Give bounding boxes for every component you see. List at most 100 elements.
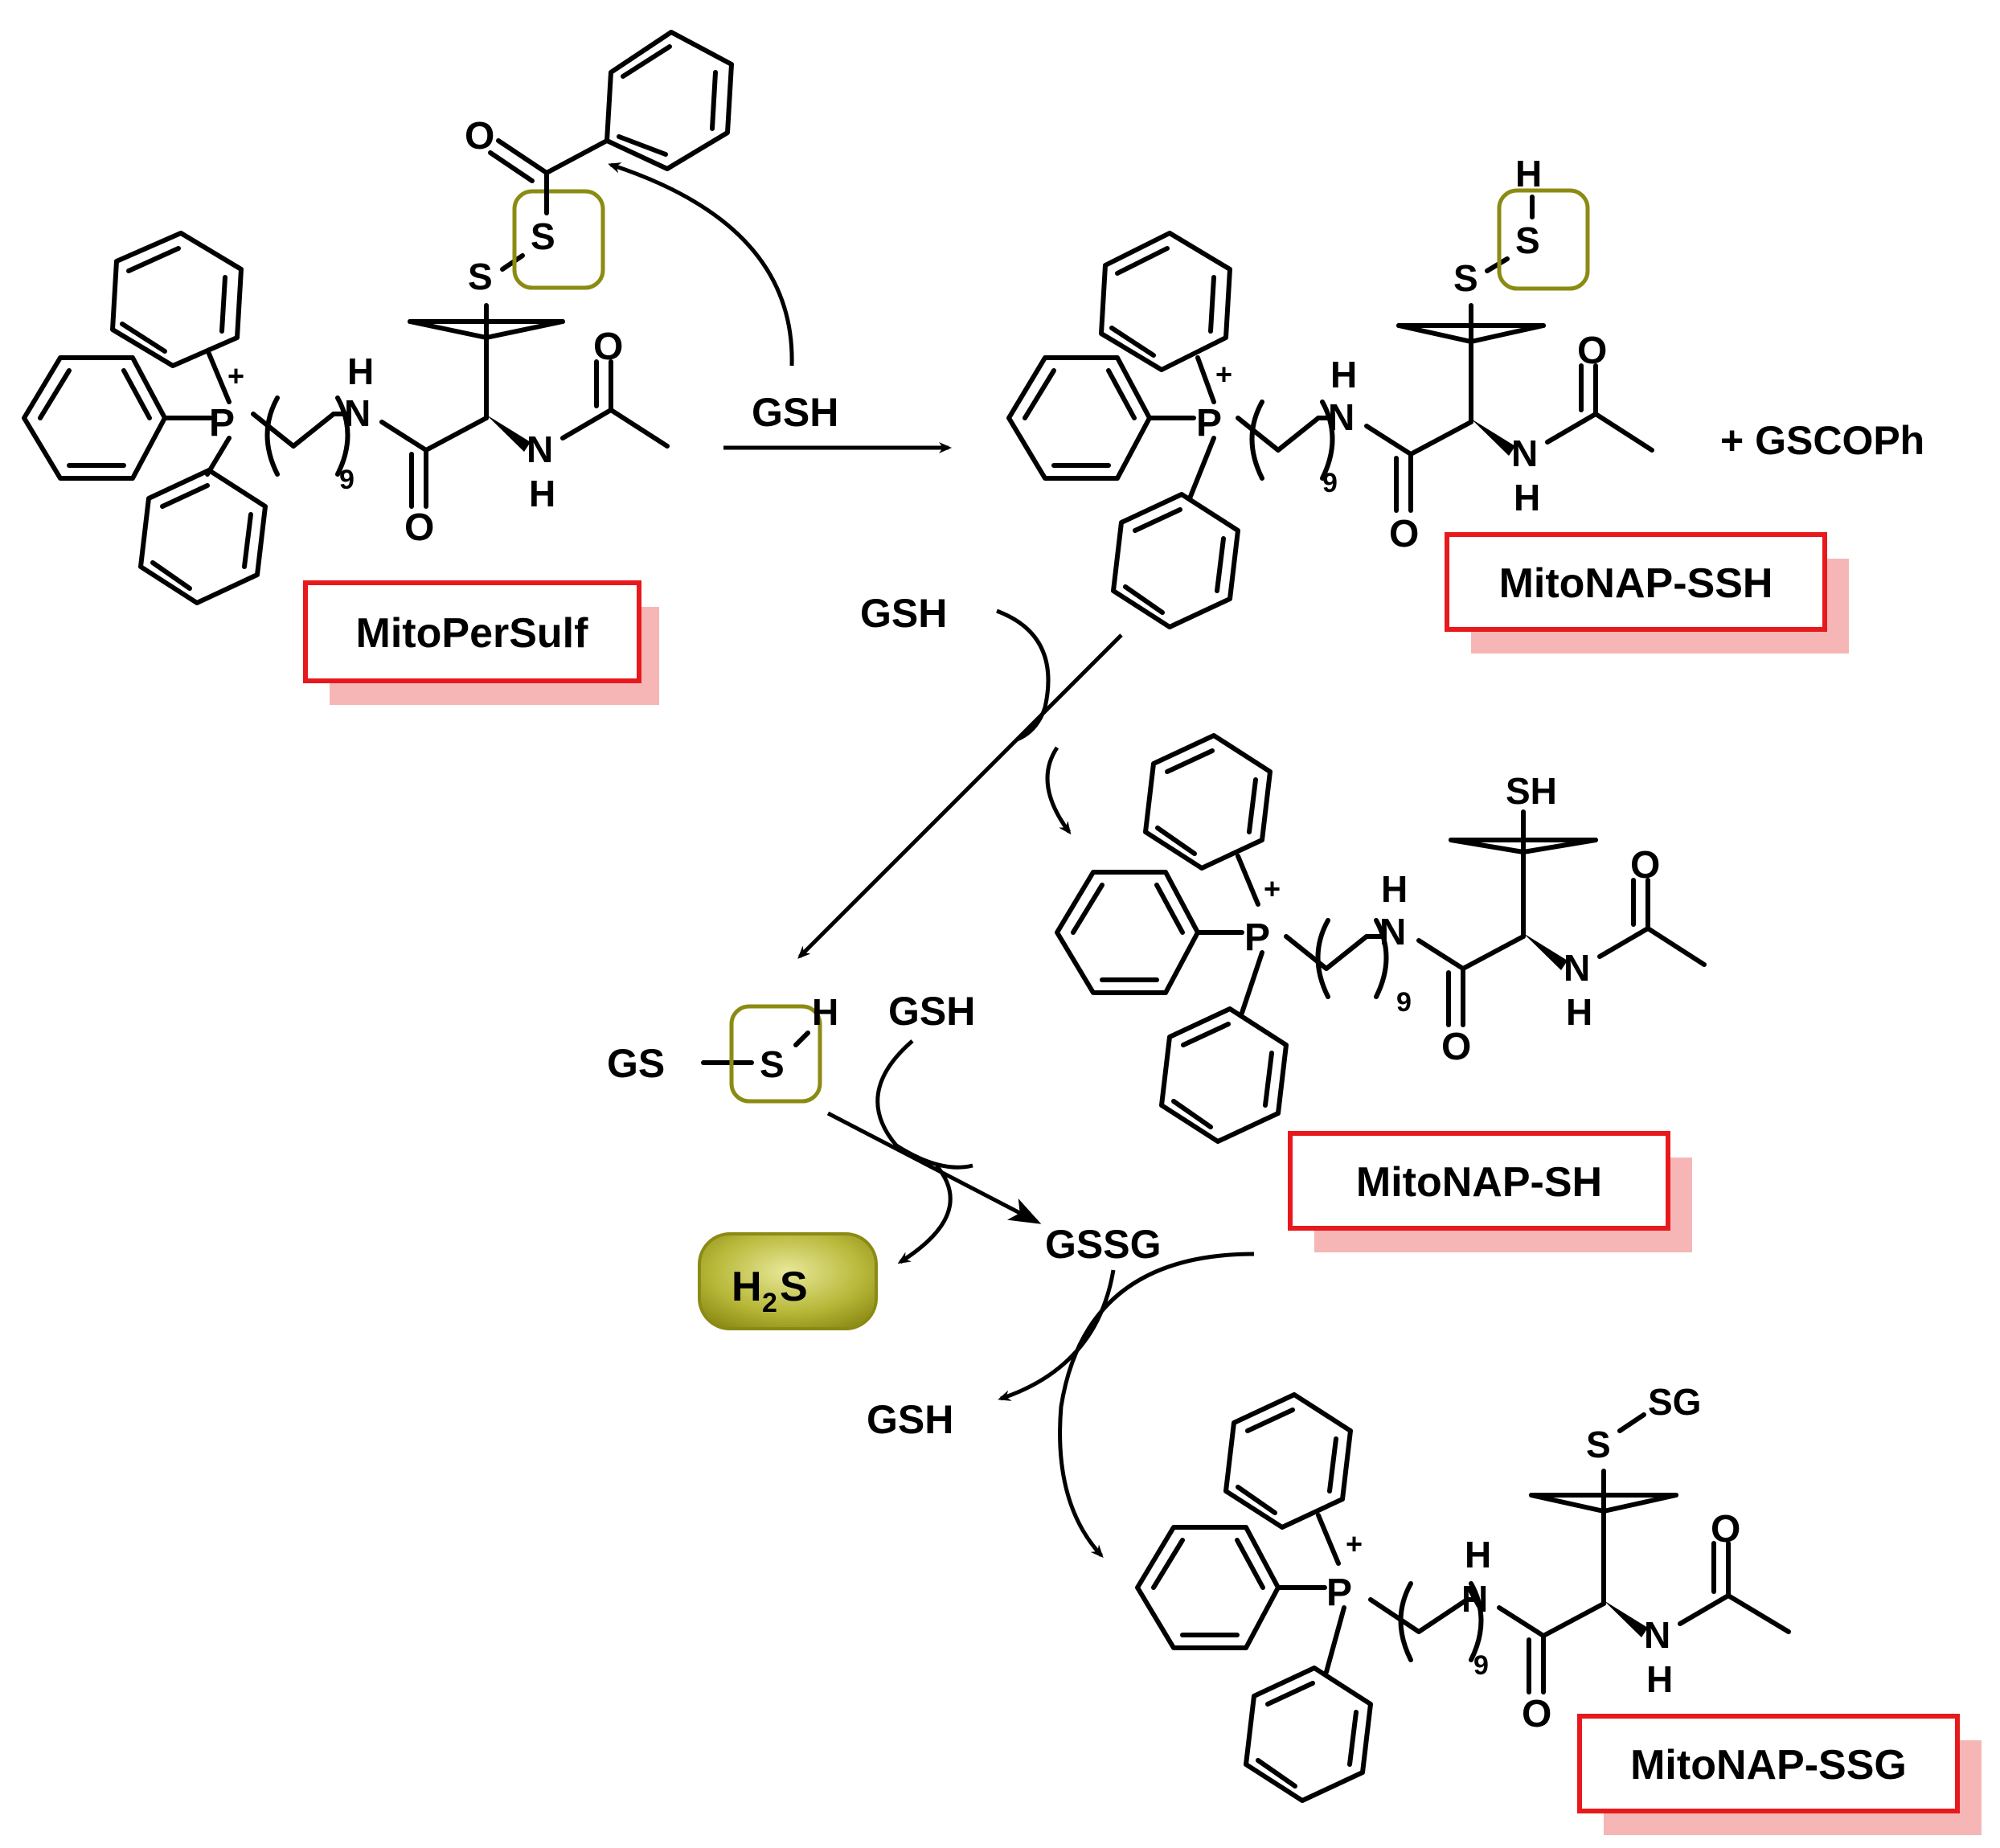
positive-charge: + [227,359,244,392]
molecule-mitopersulf: P + 9 H N O N H O S S [22,30,734,605]
phenyl-ring [1006,355,1152,481]
repeat-count: 9 [1322,468,1338,498]
reaction-arrow [797,633,1123,959]
reagent-gsh: GSH [867,1397,953,1442]
phenyl-ring [1055,870,1200,995]
molecule-mitonap-ssh: P + 9 H N O N H O S S H [1006,153,1654,629]
phenyl-ring [138,468,268,605]
label-box [1577,1714,1960,1813]
carbonyl-oxygen: O [1441,1026,1471,1068]
h2s-h: H [732,1264,762,1310]
phenyl-ring [605,30,734,171]
amide-h: H [1381,868,1408,910]
phenyl-ring [1244,1666,1373,1803]
amide-n: N [1328,396,1355,438]
positive-charge: + [1215,358,1232,391]
thiol-group: SH [1506,770,1557,812]
positive-charge: + [1264,872,1281,905]
h2s-badge [698,1232,878,1330]
label-mitonap-ssh: MitoNAP-SSH [1445,532,1849,654]
reagent-gsh: GSH [752,390,838,435]
glutathione-disulfide: SG [1648,1381,1701,1423]
phosphorus-atom: P [1326,1571,1352,1614]
carbonyl-oxygen: O [465,115,494,158]
sulfur-atom: S [1453,257,1478,299]
h2s-product: H 2 S [698,1232,878,1330]
phosphorus-atom: P [1196,402,1222,445]
reagent-gsh: GSH [888,989,975,1034]
amide-n: N [1644,1614,1670,1656]
carbonyl-oxygen: O [1522,1693,1551,1735]
phosphorus-atom: P [1244,916,1270,959]
amide-n: N [1461,1578,1488,1620]
phenyl-ring [1111,492,1240,629]
sulfur-atom: S [1586,1424,1611,1465]
phenyl-ring [1099,231,1232,372]
glutathione-persulfide: GS S H [607,991,838,1104]
highlight-box [729,1004,822,1104]
label-mitonap-sh: MitoNAP-SH [1288,1131,1692,1252]
compound-label: MitoNAP-SSG [1630,1742,1907,1789]
highlight-box [1497,188,1590,291]
sulfur-atom: S [531,215,555,257]
label-mitopersulf: MitoPerSulf [303,580,659,705]
carbonyl-oxygen: O [404,506,434,549]
curved-arrow [1045,746,1072,835]
h2s-s: S [780,1264,808,1310]
amide-h: H [529,473,555,514]
compound-label: MitoNAP-SSH [1499,560,1773,607]
repeat-count: 9 [1473,1650,1489,1681]
compound-label: MitoNAP-SH [1356,1159,1602,1206]
compound-label: MitoPerSulf [356,610,589,657]
carbonyl-oxygen: O [1711,1508,1740,1551]
phenyl-ring [1223,1392,1353,1530]
gssg: GSSG [1045,1222,1161,1267]
gs-group: GS [607,1041,665,1086]
amide-n: N [1379,911,1406,953]
phenyl-ring [110,231,244,368]
amide-n: N [344,392,371,434]
molecule-mitonap-ssg: P + 9 H N O N H O S SG [1135,1381,1791,1803]
reagent-gsh: GSH [860,591,947,636]
repeat-count: 9 [1396,987,1412,1018]
sulfur-atom: S [468,256,493,297]
phenyl-ring [22,355,167,481]
positive-charge: + [1346,1527,1363,1560]
label-mitonap-ssg: MitoNAP-SSG [1577,1714,1982,1835]
label-box [1445,532,1827,632]
phenyl-ring [1159,1006,1289,1144]
carbonyl-oxygen: O [1630,844,1660,887]
amide-n: N [527,428,553,470]
reaction-arrow [826,1111,1042,1224]
repeat-count: 9 [339,465,355,495]
amide-n: N [1511,432,1538,474]
sulfur-atom: S [760,1043,785,1085]
label-box [303,580,641,683]
curved-arrow [608,162,794,367]
carbonyl-oxygen: O [593,326,623,368]
amide-h: H [1514,477,1540,518]
amide-h: H [1465,1534,1491,1576]
thiol-h: H [812,991,838,1033]
byproduct-gscoph: + GSCOPh [1720,418,1924,463]
amide-h: H [1566,991,1592,1033]
molecule-mitonap-sh: P + 9 H N O N H O SH [1055,733,1707,1144]
thiol-h: H [1515,153,1542,195]
curved-arrow [996,608,1051,742]
highlight-box [512,189,605,290]
carbonyl-oxygen: O [1389,513,1419,555]
phenyl-ring [1143,733,1273,871]
sulfur-atom: S [1515,219,1540,261]
curved-arrow [1058,1252,1255,1558]
amide-h: H [1330,354,1357,395]
curved-arrow [897,1164,953,1264]
curved-arrow [875,1039,973,1170]
carbonyl-oxygen: O [1577,330,1607,372]
amide-n: N [1564,947,1590,989]
amide-h: H [1646,1658,1673,1700]
phosphorus-atom: P [209,402,235,445]
phenyl-ring [1135,1525,1281,1650]
curved-arrow [998,1269,1116,1401]
amide-h: H [347,350,374,392]
label-box [1288,1131,1670,1231]
